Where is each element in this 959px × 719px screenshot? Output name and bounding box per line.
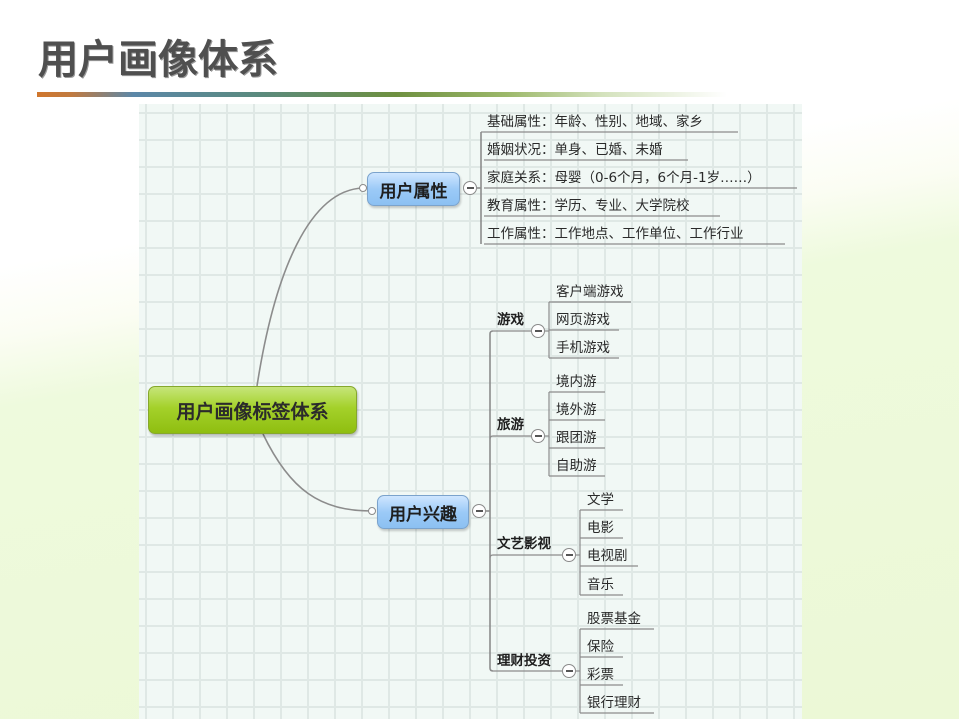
interest-item: 文学 bbox=[587, 492, 614, 508]
slide-title: 用户画像体系 bbox=[38, 37, 278, 83]
branch-node-user-interests[interactable]: 用户兴趣 bbox=[377, 495, 469, 529]
branch-node-user-attributes[interactable]: 用户属性 bbox=[367, 172, 460, 206]
interest-anchor-dot bbox=[368, 507, 376, 515]
category-games[interactable]: 游戏 bbox=[497, 312, 524, 328]
attr-item: 工作属性：工作地点、工作单位、工作行业 bbox=[487, 226, 744, 242]
attr-item: 家庭关系：母婴（0-6个月，6个月-1岁……） bbox=[487, 170, 761, 186]
interest-item: 跟团游 bbox=[556, 430, 597, 446]
branch-label: 用户兴趣 bbox=[389, 504, 457, 525]
interest-item: 客户端游戏 bbox=[556, 284, 624, 300]
category-travel[interactable]: 旅游 bbox=[497, 417, 524, 433]
collapse-toggle-icon[interactable] bbox=[531, 429, 545, 443]
root-node[interactable]: 用户画像标签体系 bbox=[148, 386, 357, 434]
branch-label: 用户属性 bbox=[379, 181, 448, 202]
collapse-toggle-icon[interactable] bbox=[463, 181, 477, 195]
interest-item: 银行理财 bbox=[587, 695, 641, 711]
collapse-toggle-icon[interactable] bbox=[531, 324, 545, 338]
interest-item: 音乐 bbox=[587, 577, 614, 593]
attr-anchor-dot bbox=[359, 184, 367, 192]
collapse-toggle-icon[interactable] bbox=[562, 664, 576, 678]
category-finance[interactable]: 理财投资 bbox=[497, 653, 551, 669]
interest-item: 电视剧 bbox=[587, 548, 628, 564]
interest-item: 网页游戏 bbox=[556, 312, 610, 328]
interest-item: 境外游 bbox=[556, 402, 597, 418]
title-underline bbox=[37, 92, 727, 97]
interest-item: 保险 bbox=[587, 639, 614, 655]
mindmap-canvas bbox=[139, 104, 802, 719]
interest-item: 境内游 bbox=[556, 374, 597, 390]
root-node-label: 用户画像标签体系 bbox=[176, 400, 329, 423]
attr-item: 婚姻状况：单身、已婚、未婚 bbox=[487, 142, 663, 158]
category-arts-film[interactable]: 文艺影视 bbox=[497, 536, 551, 552]
collapse-toggle-icon[interactable] bbox=[562, 548, 576, 562]
interest-item: 电影 bbox=[587, 520, 614, 536]
interest-item: 股票基金 bbox=[587, 611, 641, 627]
interest-item: 手机游戏 bbox=[556, 340, 610, 356]
collapse-toggle-icon[interactable] bbox=[472, 504, 486, 518]
attr-item: 教育属性：学历、专业、大学院校 bbox=[487, 198, 690, 214]
attr-item: 基础属性：年龄、性别、地域、家乡 bbox=[487, 114, 703, 130]
interest-item: 自助游 bbox=[556, 458, 597, 474]
interest-item: 彩票 bbox=[587, 667, 614, 683]
